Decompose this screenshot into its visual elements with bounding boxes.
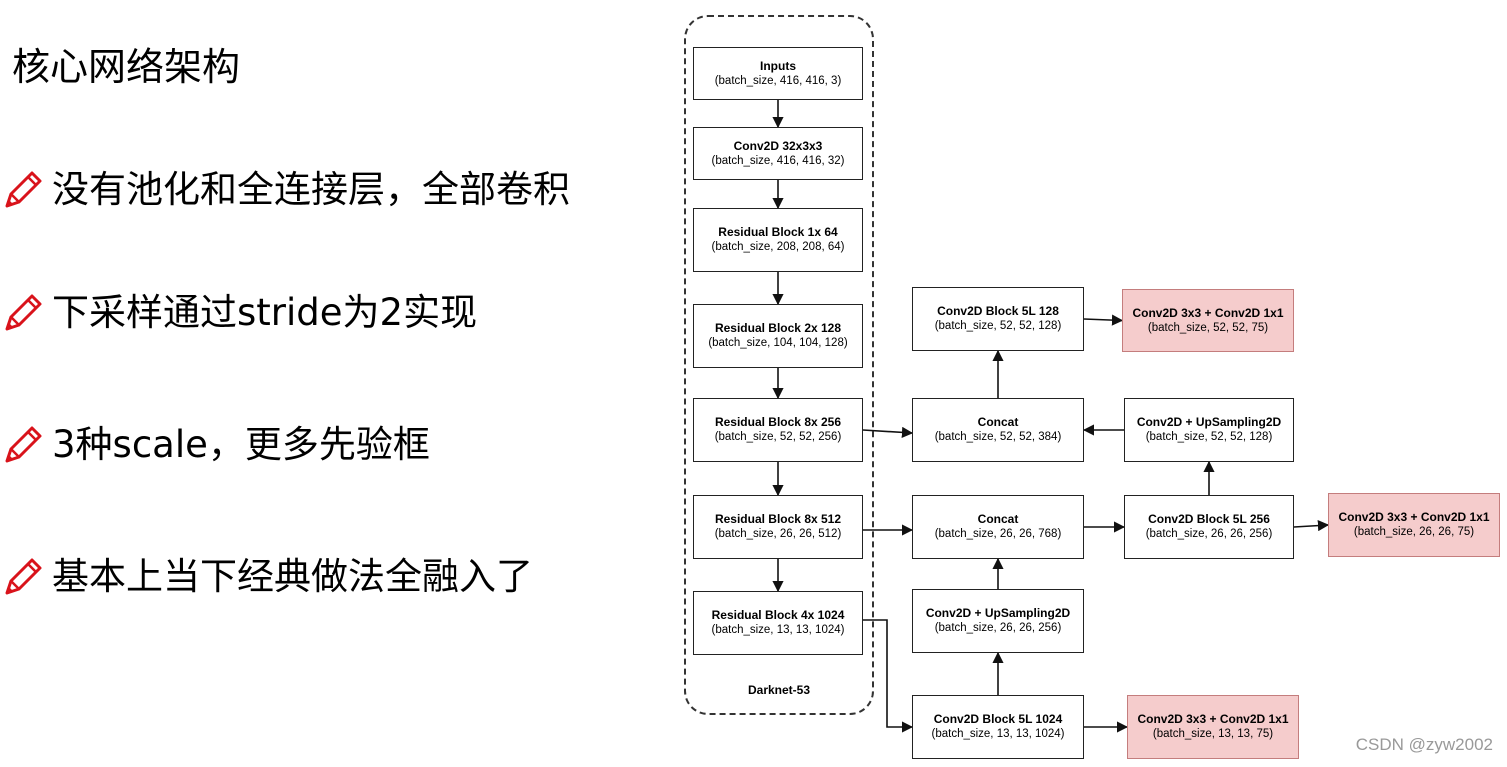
node-shape: (batch_size, 26, 26, 512): [714, 528, 842, 541]
node-inputs: Inputs(batch_size, 416, 416, 3): [693, 47, 863, 100]
node-title: Conv2D Block 5L 256: [1148, 512, 1270, 527]
node-title: Conv2D + UpSampling2D: [925, 606, 1071, 621]
node-conv2d: Conv2D 32x3x3(batch_size, 416, 416, 32): [693, 127, 863, 180]
darknet-group-label: Darknet-53: [747, 683, 811, 697]
node-out13: Conv2D 3x3 + Conv2D 1x1(batch_size, 13, …: [1127, 695, 1299, 759]
node-cat26: Concat(batch_size, 26, 26, 768): [912, 495, 1084, 559]
darknet-group-frame: [684, 15, 874, 715]
node-shape: (batch_size, 13, 13, 75): [1152, 728, 1274, 741]
node-title: Conv2D Block 5L 1024: [933, 712, 1063, 727]
node-shape: (batch_size, 52, 52, 256): [714, 431, 842, 444]
bullet-item: 下采样通过stride为2实现: [0, 286, 477, 340]
node-shape: (batch_size, 26, 26, 256): [934, 622, 1062, 635]
node-shape: (batch_size, 52, 52, 75): [1147, 321, 1269, 334]
node-title: Residual Block 4x 1024: [711, 608, 845, 623]
node-up26: Conv2D + UpSampling2D(batch_size, 26, 26…: [912, 589, 1084, 653]
node-shape: (batch_size, 416, 416, 32): [711, 154, 845, 167]
node-shape: (batch_size, 416, 416, 3): [714, 74, 842, 87]
node-shape: (batch_size, 52, 52, 128): [934, 320, 1062, 333]
edge-c5_52-to-out52: [1083, 314, 1124, 326]
node-res2: Residual Block 2x 128(batch_size, 104, 1…: [693, 304, 863, 368]
node-cat52: Concat(batch_size, 52, 52, 384): [912, 398, 1084, 462]
bullet-text: 下采样通过stride为2实现: [52, 291, 478, 334]
node-title: Inputs: [760, 58, 796, 73]
node-title: Conv2D 3x3 + Conv2D 1x1: [1338, 510, 1490, 525]
node-shape: (batch_size, 104, 104, 128): [708, 337, 848, 350]
node-c5_52: Conv2D Block 5L 128(batch_size, 52, 52, …: [912, 287, 1084, 351]
node-up52: Conv2D + UpSampling2D(batch_size, 52, 52…: [1124, 398, 1294, 462]
node-title: Residual Block 1x 64: [718, 225, 838, 240]
node-shape: (batch_size, 26, 26, 768): [934, 528, 1062, 541]
edge-res4-to-c5_13: [863, 619, 914, 733]
node-shape: (batch_size, 26, 26, 256): [1145, 528, 1273, 541]
node-title: Conv2D Block 5L 128: [937, 304, 1059, 319]
node-title: Residual Block 8x 512: [714, 512, 842, 527]
bullet-text: 3种scale，更多先验框: [52, 423, 430, 466]
pencil-icon: [5, 426, 42, 463]
node-shape: (batch_size, 13, 13, 1024): [931, 728, 1065, 741]
pencil-icon: [5, 171, 42, 208]
edge-c5_26-to-out26: [1293, 520, 1330, 532]
page-heading: 核心网络架构: [12, 45, 241, 89]
node-title: Conv2D 32x3x3: [733, 138, 823, 153]
edge-res8a-to-cat52: [862, 426, 914, 438]
bullet-text: 基本上当下经典做法全融入了: [52, 555, 533, 598]
bullet-item: 没有池化和全连接层，全部卷积: [0, 163, 570, 217]
node-title: Residual Block 8x 256: [714, 415, 842, 430]
node-shape: (batch_size, 208, 208, 64): [711, 241, 845, 254]
node-shape: (batch_size, 52, 52, 384): [934, 431, 1062, 444]
node-c5_26: Conv2D Block 5L 256(batch_size, 26, 26, …: [1124, 495, 1294, 559]
node-title: Residual Block 2x 128: [714, 321, 842, 336]
pencil-icon: [5, 294, 42, 331]
node-title: Conv2D 3x3 + Conv2D 1x1: [1137, 712, 1289, 727]
node-title: Conv2D + UpSampling2D: [1136, 415, 1282, 430]
node-res4: Residual Block 4x 1024(batch_size, 13, 1…: [693, 591, 863, 655]
node-shape: (batch_size, 52, 52, 128): [1145, 431, 1273, 444]
watermark: CSDN @zyw2002: [1355, 735, 1493, 754]
bullet-item: 基本上当下经典做法全融入了: [0, 550, 533, 604]
bullet-text: 没有池化和全连接层，全部卷积: [52, 168, 570, 211]
node-res8a: Residual Block 8x 256(batch_size, 52, 52…: [693, 398, 863, 462]
node-c5_13: Conv2D Block 5L 1024(batch_size, 13, 13,…: [912, 695, 1084, 759]
pencil-icon: [5, 558, 42, 595]
node-title: Conv2D 3x3 + Conv2D 1x1: [1132, 305, 1284, 320]
node-res8b: Residual Block 8x 512(batch_size, 26, 26…: [693, 495, 863, 559]
node-res1: Residual Block 1x 64(batch_size, 208, 20…: [693, 208, 863, 272]
node-title: Concat: [977, 415, 1019, 430]
bullet-item: 3种scale，更多先验框: [0, 418, 430, 472]
node-title: Concat: [977, 512, 1019, 527]
node-shape: (batch_size, 13, 13, 1024): [711, 624, 845, 637]
node-shape: (batch_size, 26, 26, 75): [1353, 526, 1475, 539]
node-out52: Conv2D 3x3 + Conv2D 1x1(batch_size, 52, …: [1122, 289, 1294, 352]
node-out26: Conv2D 3x3 + Conv2D 1x1(batch_size, 26, …: [1328, 493, 1500, 557]
